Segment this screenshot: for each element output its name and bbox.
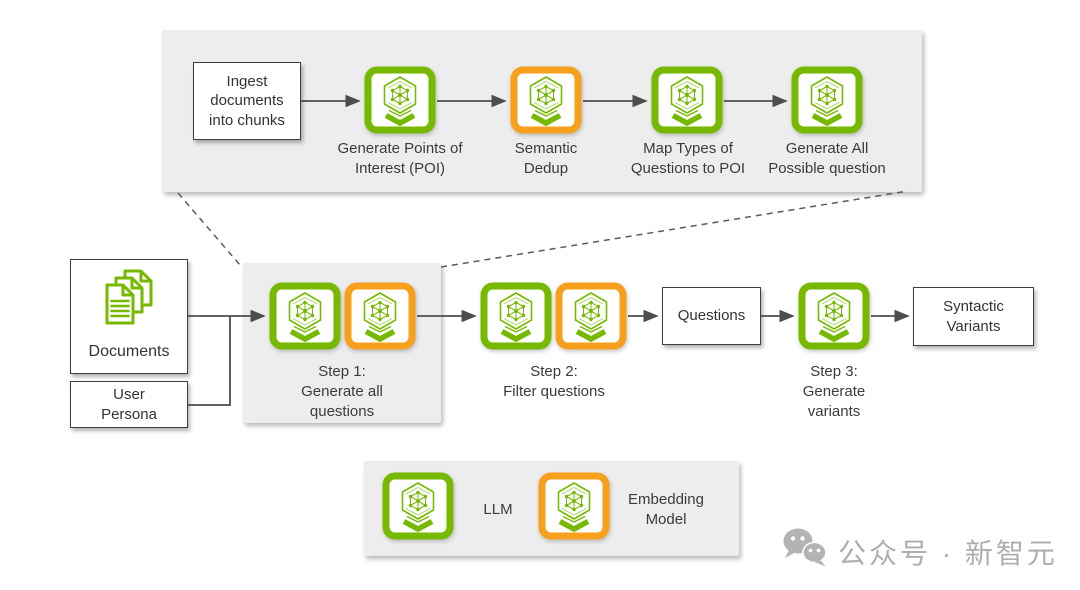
user-persona-label: User Persona (101, 386, 157, 423)
node-caption-map-types: Map Types of Questions to POI (630, 140, 746, 177)
embedding-model-icon (538, 472, 610, 540)
syntactic-variants-label: Syntactic Variants (943, 298, 1004, 335)
llm-icon (382, 472, 454, 540)
embedding-model-icon (344, 282, 416, 350)
llm-icon (364, 66, 436, 134)
embedding-model-icon (510, 66, 582, 134)
ingest-chunks-label: Ingest documents into chunks (209, 72, 285, 129)
ingest-chunks-box: Ingest documents into chunks (193, 62, 301, 140)
llm-icon (269, 282, 341, 350)
llm-icon (651, 66, 723, 134)
documents-icon (97, 268, 161, 332)
legend-embedding-label: Embedding Model (628, 491, 704, 528)
embedding-model-icon (555, 282, 627, 350)
step3-caption: Step 3: Generate variants (802, 363, 866, 420)
node-caption-semantic-dedup: Semantic Dedup (514, 140, 578, 177)
node-caption-generate-all: Generate All Possible question (768, 140, 886, 177)
node-caption-generate-poi: Generate Points of Interest (POI) (337, 140, 463, 177)
documents-label: Documents (88, 343, 170, 361)
step1-caption: Step 1: Generate all questions (301, 363, 383, 420)
wechat-icon (780, 526, 830, 568)
llm-icon (798, 282, 870, 350)
user-persona-box: User Persona (70, 381, 188, 428)
watermark-text: 公众号 · 新智元 (838, 538, 1058, 569)
llm-icon (791, 66, 863, 134)
llm-icon (480, 282, 552, 350)
questions-label: Questions (677, 307, 746, 325)
questions-box: Questions (662, 287, 761, 345)
legend-llm-label: LLM (483, 501, 513, 518)
syntactic-variants-box: Syntactic Variants (913, 287, 1034, 346)
step2-caption: Step 2: Filter questions (503, 363, 605, 400)
